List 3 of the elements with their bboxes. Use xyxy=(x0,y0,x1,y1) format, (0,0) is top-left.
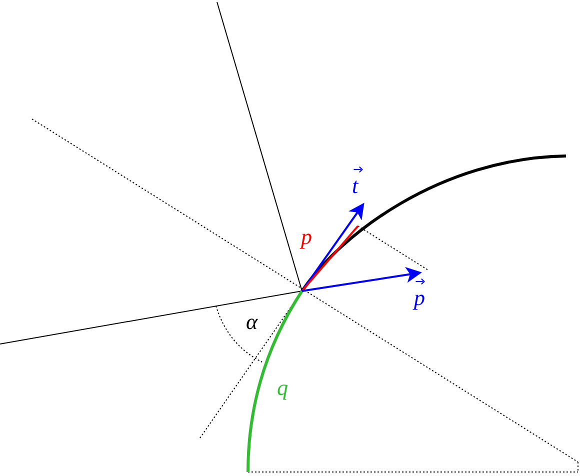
vector-label: p xyxy=(301,226,312,248)
curve-label: q xyxy=(277,377,288,399)
angle-label: α xyxy=(246,311,258,333)
